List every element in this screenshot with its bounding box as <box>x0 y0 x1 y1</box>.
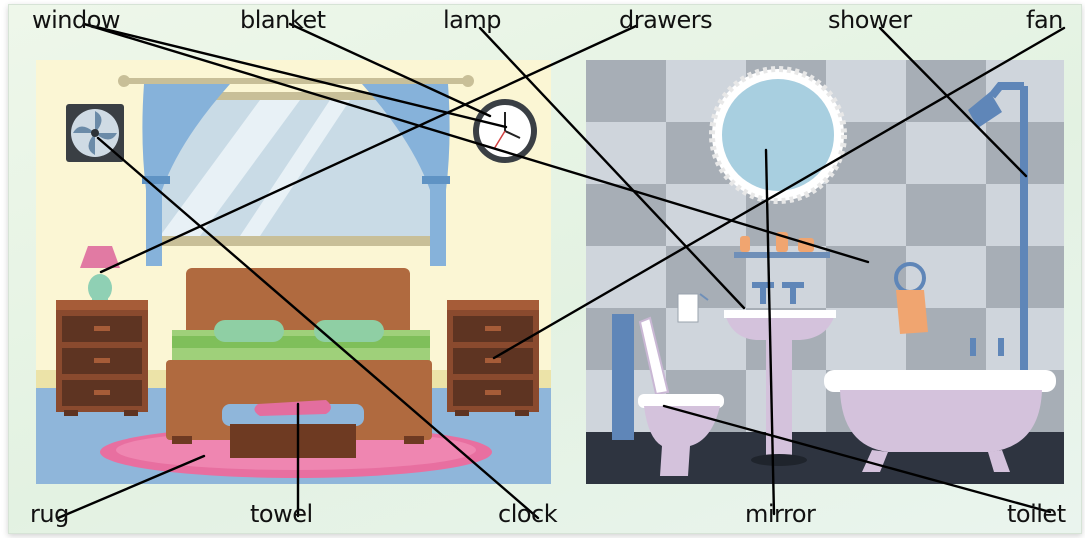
towel-icon <box>894 262 928 334</box>
right-drawers-icon <box>447 300 539 416</box>
toilet-icon <box>612 314 724 476</box>
drawers-icon <box>56 300 148 416</box>
label-toilet: toilet <box>1007 500 1066 528</box>
label-shower: shower <box>828 6 912 34</box>
mirror-icon <box>709 66 847 204</box>
label-window: window <box>32 6 121 34</box>
label-mirror: mirror <box>745 500 816 528</box>
shower-icon <box>968 82 1028 376</box>
connector-line <box>288 22 492 118</box>
connector-line <box>96 136 540 520</box>
connector-line <box>99 24 638 274</box>
blanket-icon <box>222 400 364 458</box>
label-fan: fan <box>1026 6 1063 34</box>
connector-line <box>662 404 1052 514</box>
connector-line <box>82 22 508 129</box>
window-icon <box>118 75 474 266</box>
toilet-paper-icon <box>677 293 709 323</box>
label-drawers: drawers <box>619 6 713 34</box>
bathtub-icon <box>824 370 1056 472</box>
label-clock: clock <box>498 500 558 528</box>
clock-icon <box>473 99 537 163</box>
label-towel: towel <box>250 500 313 528</box>
connector-line <box>56 454 206 520</box>
connector-line <box>878 26 1028 178</box>
connector-line <box>478 26 746 310</box>
label-lamp: lamp <box>443 6 502 34</box>
label-blanket: blanket <box>240 6 326 34</box>
label-rug: rug <box>30 500 69 528</box>
connector-line <box>82 22 870 264</box>
connector-line <box>764 148 776 516</box>
connector-line <box>492 26 1066 360</box>
